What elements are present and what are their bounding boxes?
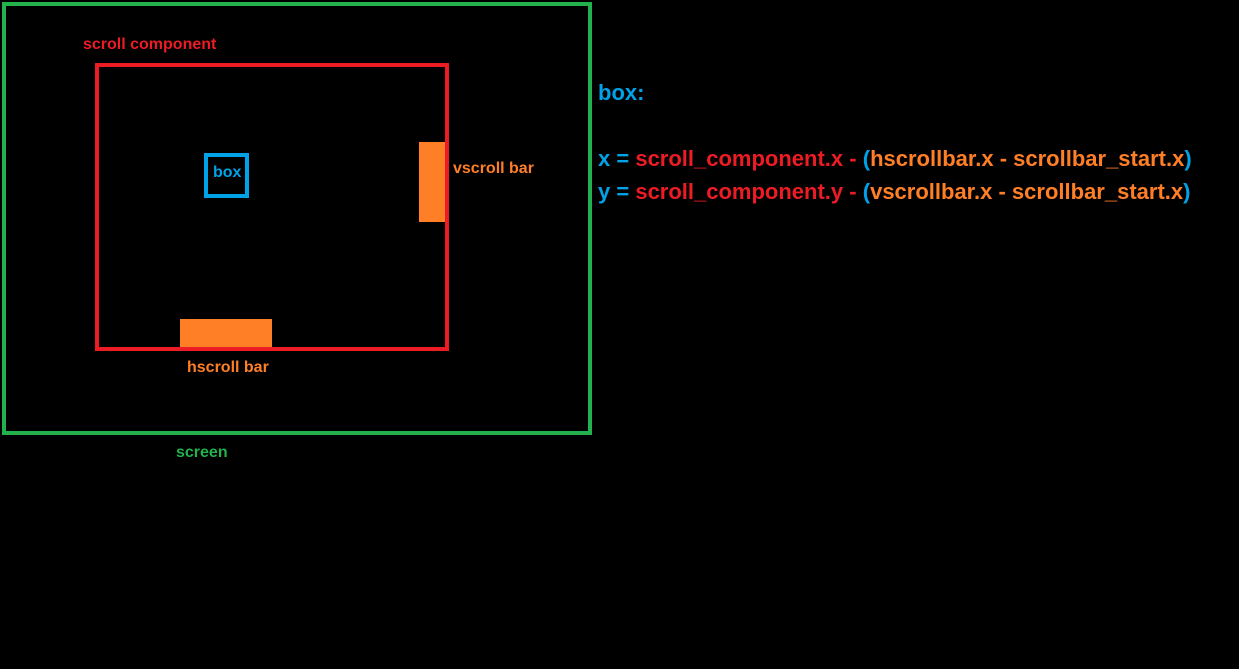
formula-y-expr: vscrollbar.x - scrollbar_start.x — [870, 179, 1184, 204]
vscroll-bar-label: vscroll bar — [453, 160, 534, 177]
formula-x-close-paren: ) — [1184, 146, 1192, 171]
scroll-component-rect — [95, 63, 449, 351]
formula-x-lhs: x = — [598, 146, 630, 171]
formula-y: y = scroll_component.y - (vscrollbar.x -… — [598, 179, 1190, 205]
formula-x: x = scroll_component.x - (hscrollbar.x -… — [598, 146, 1192, 172]
formula-y-component: scroll_component.y — [635, 179, 844, 204]
formula-y-close-paren: ) — [1183, 179, 1191, 204]
formula-x-component: scroll_component.x — [635, 146, 844, 171]
screen-label: screen — [176, 444, 228, 461]
hscroll-bar-label: hscroll bar — [187, 359, 269, 376]
scroll-component-label: scroll component — [83, 36, 217, 53]
formula-title: box: — [598, 80, 645, 105]
formula-x-expr: hscrollbar.x - scrollbar_start.x — [870, 146, 1185, 171]
formula-x-minus: - — [849, 146, 857, 171]
formula-y-lhs: y = — [598, 179, 630, 204]
box-label: box — [213, 164, 242, 181]
formula-y-open-paren: ( — [862, 179, 871, 204]
formula-x-open-paren: ( — [862, 146, 871, 171]
vscroll-bar — [419, 142, 445, 222]
formula-y-minus: - — [849, 179, 857, 204]
screen-rect — [2, 2, 592, 435]
box-rect — [204, 153, 249, 198]
hscroll-bar — [180, 319, 272, 347]
